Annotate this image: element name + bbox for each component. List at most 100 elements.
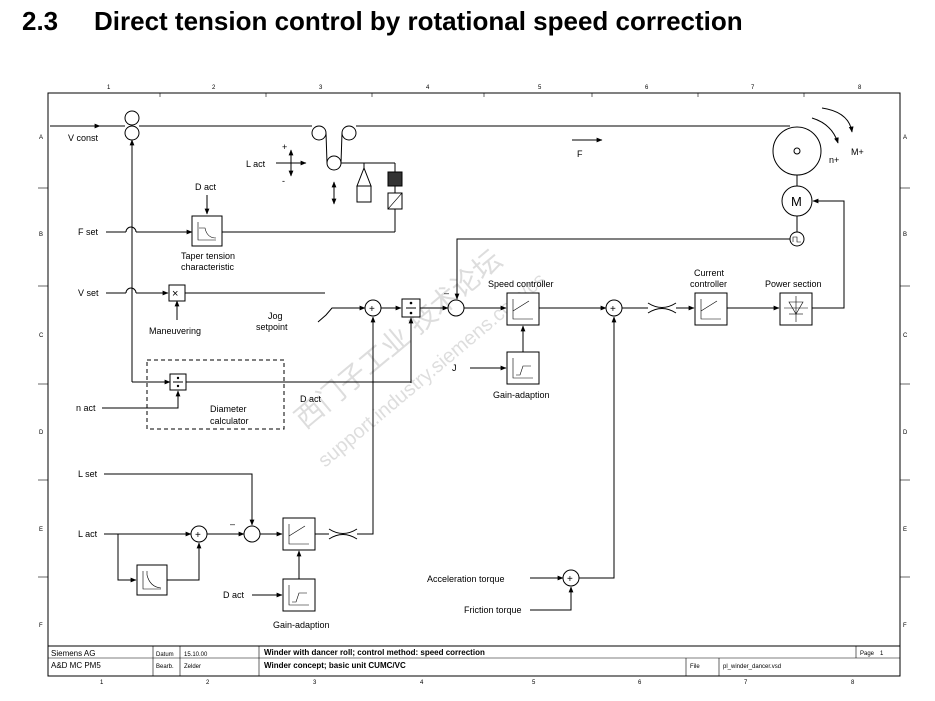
title-bearb-value: Zelder [184, 664, 201, 670]
speed-controller-block [506, 292, 540, 326]
summing-plus-ff-icon: + [567, 574, 573, 585]
torque-feedforward: Acceleration torque + Friction torque [427, 316, 617, 615]
label-d-act-gain: D act [223, 590, 245, 600]
grid-col-7-bottom: 7 [744, 680, 748, 686]
label-speed-controller: Speed controller [488, 279, 554, 289]
grid-col-4-bottom: 4 [420, 680, 424, 686]
title-department: A&D MC PM5 [51, 661, 101, 670]
grid-col-8-bottom: 8 [851, 680, 855, 686]
motor-label: M [791, 194, 802, 209]
grid-col-7: 7 [751, 85, 755, 91]
differentiator-block [136, 564, 168, 596]
grid-col-1: 1 [107, 85, 111, 91]
label-current-2: controller [690, 279, 727, 289]
position-sensor-icon [387, 171, 403, 187]
current-controller-block [694, 292, 728, 326]
section-number: 2.3 [22, 6, 59, 36]
label-minus-lact: - [282, 176, 285, 186]
label-d-act-mid: D act [300, 394, 322, 404]
winder-drive: n+ M+ M [772, 107, 864, 247]
guide-roll-right [341, 125, 357, 141]
grid-side-labels: A B C D E F A B C D E F [39, 135, 908, 629]
label-minus-speed: – [444, 288, 449, 298]
grid-row-f-right: F [903, 623, 907, 629]
label-taper-2: characteristic [181, 262, 235, 272]
dancer-roll [326, 155, 342, 171]
label-n-act: n act [76, 403, 96, 413]
limiter-bottom-icon [647, 308, 677, 314]
label-friction-torque: Friction torque [464, 605, 522, 615]
grid-row-d: D [39, 430, 44, 436]
label-maneuvering: Maneuvering [149, 326, 201, 336]
title-datum-value: 15.10.00 [184, 652, 208, 658]
label-taper-1: Taper tension [181, 251, 235, 261]
label-setpoint: setpoint [256, 322, 288, 332]
label-diameter: Diameter [210, 404, 247, 414]
grid-row-a: A [39, 135, 43, 141]
nip-roll-bottom [124, 125, 140, 141]
web-path: V const F + - L act [50, 110, 790, 210]
diameter-calculator-frame [146, 359, 285, 430]
grid-col-4: 4 [426, 85, 430, 91]
label-l-act-top: L act [246, 159, 266, 169]
label-gain-adaption-speed: Gain-adaption [493, 390, 550, 400]
label-d-act-taper: D act [195, 182, 217, 192]
grid-row-f: F [39, 623, 43, 629]
gain-adaption-tension-block [282, 578, 316, 612]
title-line-1: Winder with dancer roll; control method:… [264, 648, 485, 657]
label-jog: Jog [268, 311, 283, 321]
tension-limiter-bottom-icon [328, 534, 358, 540]
current-control: + Current controller Power section [605, 198, 845, 326]
grid-bottom-labels: 1 2 3 4 5 6 7 8 [100, 680, 855, 686]
summing-plus-torque-icon: + [610, 304, 616, 315]
title-company: Siemens AG [51, 649, 95, 658]
grid-top-labels: 1 2 3 4 5 6 7 8 [107, 85, 862, 91]
taper-tension-block: D act F set Taper tension characteristic [78, 182, 396, 272]
guide-roll-left [311, 125, 327, 141]
label-m-plus: M+ [851, 147, 864, 157]
tension-loop: L set L act + – D act Gain-adaption [78, 316, 376, 630]
label-v-set: V set [78, 288, 99, 298]
label-j: J [452, 363, 457, 373]
diameter-calculator: n act Diameter calculator D act [76, 359, 411, 430]
speed-feedback-line [454, 238, 790, 300]
grid-col-6-bottom: 6 [638, 680, 642, 686]
limiter-top-icon [647, 302, 677, 308]
grid-col-2: 2 [212, 85, 216, 91]
speed-controller: Speed controller J Gain-adaption [452, 279, 607, 400]
summing-plus-lact-icon: + [195, 530, 201, 541]
grid-col-2-bottom: 2 [206, 680, 210, 686]
label-acceleration-torque: Acceleration torque [427, 574, 505, 584]
grid-row-b: B [39, 232, 43, 238]
nip-roll-top [124, 110, 140, 126]
label-n-plus: n+ [829, 155, 839, 165]
label-plus-lact: + [282, 142, 287, 152]
drawing-frame [47, 92, 901, 677]
label-l-act: L act [78, 529, 98, 539]
title-page-value: 1 [880, 651, 884, 657]
grid-col-3: 3 [319, 85, 323, 91]
label-f: F [577, 149, 583, 159]
taper-characteristic-block [191, 215, 223, 247]
label-current-1: Current [694, 268, 725, 278]
grid-row-b-right: B [903, 232, 907, 238]
tension-limiter-top-icon [328, 528, 358, 534]
title-bearb-label: Bearb. [156, 664, 174, 670]
grid-row-c-right: C [903, 333, 908, 339]
multiplier-icon: × [172, 288, 178, 300]
grid-col-8: 8 [858, 85, 862, 91]
label-power-section: Power section [765, 279, 822, 289]
label-calculator: calculator [210, 416, 249, 426]
power-to-motor-line [812, 198, 845, 309]
winder-reel-icon [772, 126, 822, 176]
title-page-label: Page [860, 651, 875, 657]
title-line-2: Winder concept; basic unit CUMC/VC [264, 661, 406, 670]
grid-col-5-bottom: 5 [532, 680, 536, 686]
vset-path: V set × Maneuvering [78, 284, 325, 336]
title-file-label: File [690, 664, 700, 670]
label-f-set: F set [78, 227, 99, 237]
label-v-const: V const [68, 133, 99, 143]
tension-controller-block [282, 517, 316, 551]
grid-row-a-right: A [903, 135, 907, 141]
